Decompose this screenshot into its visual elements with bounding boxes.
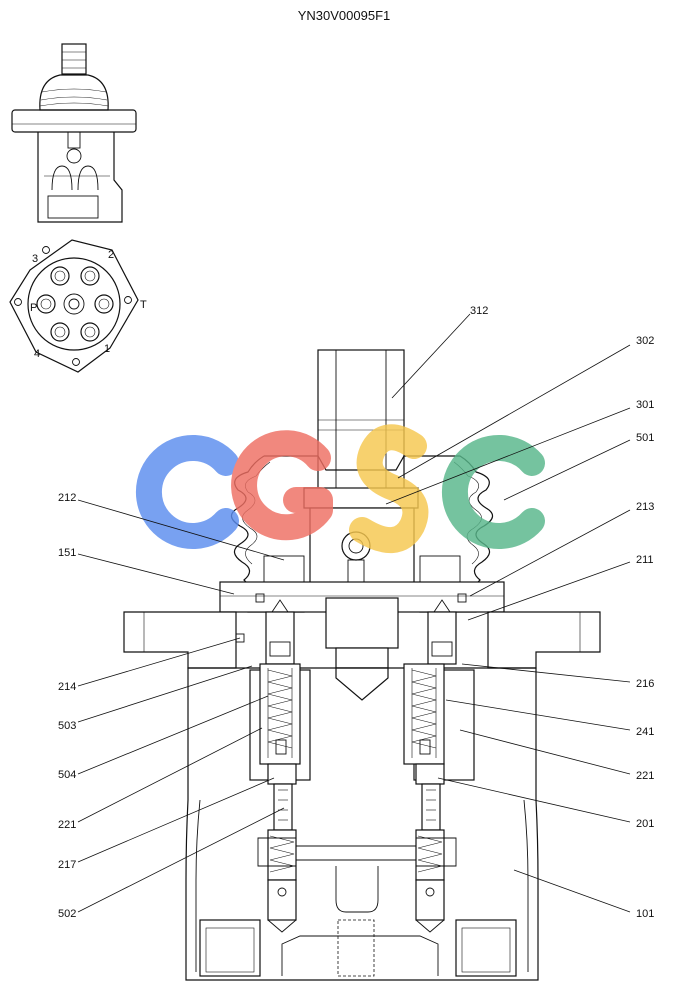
part-label-217: 217 — [58, 859, 76, 871]
main-section — [123, 349, 601, 981]
part-label-212: 212 — [58, 492, 76, 504]
part-label-503: 503 — [58, 720, 76, 732]
port-label-3: 3 — [32, 253, 38, 265]
part-label-504: 504 — [58, 769, 76, 781]
part-label-312: 312 — [470, 305, 488, 317]
part-label-151: 151 — [58, 547, 76, 559]
watermark-c2 — [441, 435, 545, 549]
watermark-s — [349, 424, 429, 554]
side-view — [11, 43, 137, 223]
part-label-501: 501 — [636, 432, 654, 444]
part-label-214: 214 — [58, 681, 76, 693]
port-diagram: 3 2 P T 4 1 — [9, 239, 147, 373]
watermark-g — [231, 430, 333, 541]
part-label-211: 211 — [636, 554, 654, 566]
watermark-c1 — [135, 435, 239, 549]
part-label-301: 301 — [636, 399, 654, 411]
part-label-216: 216 — [636, 678, 654, 690]
port-label-t: T — [140, 299, 147, 311]
port-label-4: 4 — [34, 348, 40, 360]
part-label-213: 213 — [636, 501, 654, 513]
watermark — [135, 424, 545, 554]
port-label-p: P — [30, 302, 37, 314]
port-label-1: 1 — [104, 343, 110, 355]
part-label-201: 201 — [636, 818, 654, 830]
part-label-502: 502 — [58, 908, 76, 920]
part-label-221-right: 221 — [636, 770, 654, 782]
leader-lines — [77, 313, 631, 913]
part-label-241: 241 — [636, 726, 654, 738]
drawing-code: YN30V00095F1 — [298, 8, 391, 23]
part-label-101: 101 — [636, 908, 654, 920]
part-label-221-left: 221 — [58, 819, 76, 831]
port-label-2: 2 — [108, 249, 114, 261]
part-labels: 312 302 301 501 213 211 212 151 214 503 … — [58, 305, 654, 920]
part-label-302: 302 — [636, 335, 654, 347]
